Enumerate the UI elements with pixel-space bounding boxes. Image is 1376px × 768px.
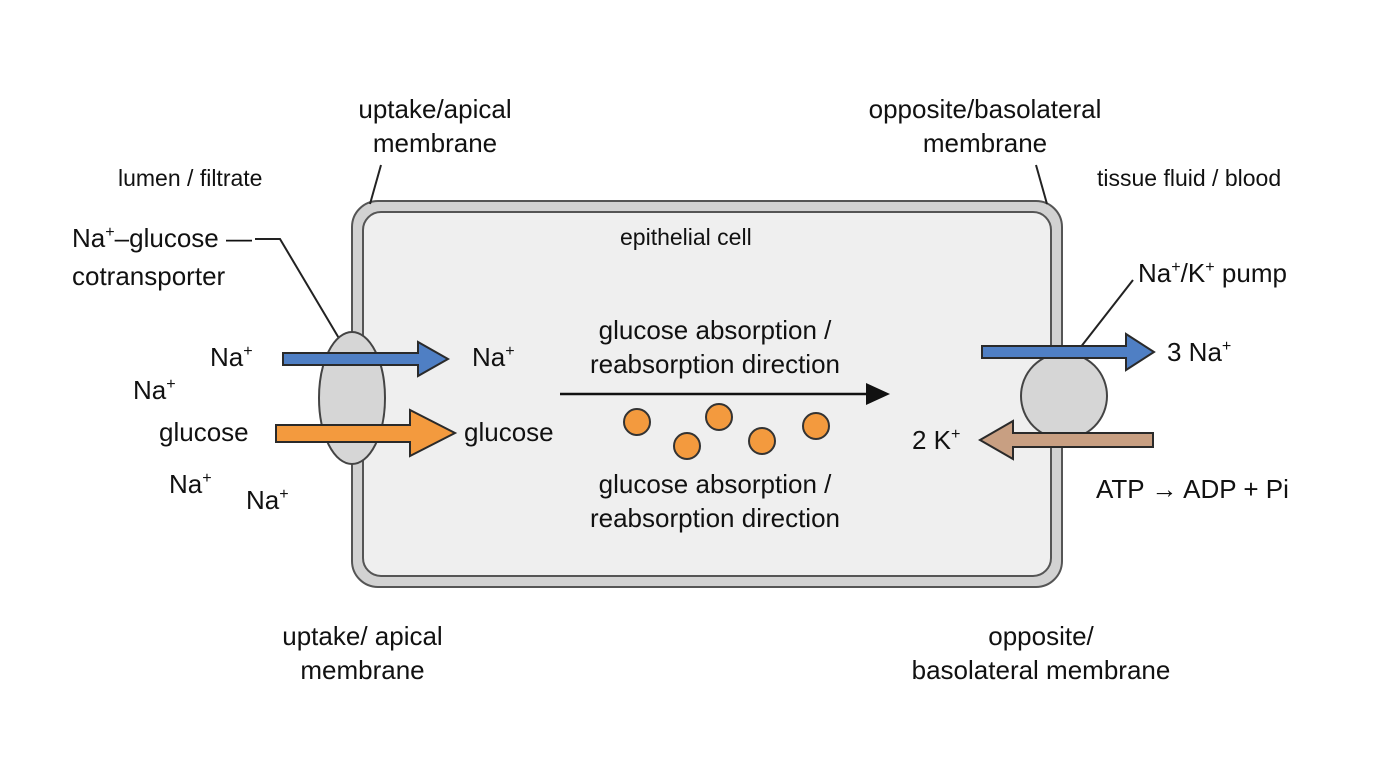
sodium-inflow-arrow (282, 340, 451, 378)
atp-hydrolysis-label: ATP → ADP + Pi (1096, 474, 1289, 504)
glucose-molecule (623, 408, 651, 436)
glucose-inflow-arrow (275, 408, 458, 458)
sodium-potassium-pump (1020, 352, 1108, 440)
direction-label-top: glucose absorption /reabsorption directi… (589, 315, 841, 379)
tissue-fluid-label: tissue fluid / blood (1097, 165, 1282, 191)
cotransporter-protein (318, 331, 386, 465)
pump-label: Na+/K+ pump (1138, 258, 1287, 288)
glucose-inside-label: glucose (464, 417, 554, 447)
basolateral-leader-line (1035, 164, 1048, 205)
direction-label-bottom: glucose absorption /reabsorption directi… (589, 469, 841, 533)
cotransporter-label: Na+–glucose —cotransporter (72, 223, 252, 291)
glucose-molecule (748, 427, 776, 455)
sodium-ion-label: Na+ (169, 469, 212, 499)
glucose-molecule (673, 432, 701, 460)
glucose-lumen-label: glucose (159, 417, 249, 447)
sodium-outflow-arrow (981, 332, 1156, 372)
lumen-label: lumen / filtrate (118, 165, 263, 191)
sodium-lumen-label: Na+ (210, 342, 253, 372)
sodium-ion-label: Na+ (246, 485, 289, 515)
glucose-molecule (705, 403, 733, 431)
direction-arrow-head (866, 383, 890, 405)
sodium-inside-label: Na+ (472, 342, 515, 372)
basolateral-membrane-bottom-label: opposite/basolateral membrane (911, 621, 1171, 685)
three-sodium-label: 3 Na+ (1167, 337, 1232, 367)
glucose-molecule (802, 412, 830, 440)
two-potassium-label: 2 K+ (912, 425, 961, 455)
pump-leader-line (1079, 279, 1134, 349)
cotransporter-leader-line (255, 238, 341, 341)
potassium-inflow-arrow (977, 419, 1154, 461)
sodium-ion-label: Na+ (133, 375, 176, 405)
apical-leader-line (369, 164, 382, 205)
epithelial-cell-label: epithelial cell (620, 224, 752, 250)
